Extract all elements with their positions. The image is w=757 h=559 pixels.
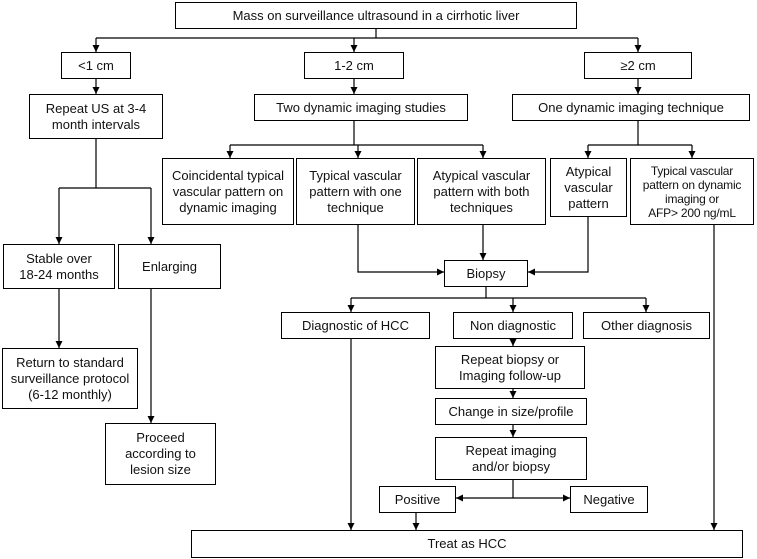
stable-line-1: Stable over <box>26 250 92 266</box>
node-ge2cm: ≥2 cm <box>584 52 692 79</box>
edge-biopsy-bus <box>351 286 646 299</box>
node-enlarging: Enlarging <box>118 244 221 289</box>
typical-one-line-3: technique <box>327 199 384 215</box>
edge-typical-one-to-biopsy <box>357 225 444 276</box>
node-other-diag: Other diagnosis <box>583 312 710 339</box>
edge-atypical-to-biopsy <box>528 217 589 276</box>
stable-line-2: 18-24 months <box>19 266 99 282</box>
edge-root-bus <box>96 28 638 39</box>
typical-one-line-2: pattern with one <box>309 183 402 199</box>
node-atypical: Atypical vascular pattern <box>550 158 627 217</box>
repeat-biopsy-line-1: Repeat biopsy or <box>460 351 560 367</box>
node-change-size: Change in size/profile <box>435 398 587 425</box>
node-1-2cm: 1-2 cm <box>304 52 404 79</box>
coincidental-line-1: Coincidental typical <box>171 167 284 183</box>
node-proceed: Proceed according to lesion size <box>105 423 216 485</box>
lt1cm-label: <1 cm <box>78 57 114 73</box>
positive-label: Positive <box>394 491 441 507</box>
node-atypical-both: Atypical vascular pattern with both tech… <box>417 158 546 225</box>
node-typical-one: Typical vascular pattern with one techni… <box>296 158 415 225</box>
node-repeat-biopsy: Repeat biopsy or Imaging follow-up <box>435 346 585 389</box>
return-std-line-1: Return to standard <box>16 354 124 370</box>
node-treat-hcc: Treat as HCC <box>191 530 743 558</box>
other-diag-label: Other diagnosis <box>600 317 693 333</box>
edge-two-dynamic-bus <box>230 121 483 146</box>
typical-one-line-1: Typical vascular <box>309 167 402 183</box>
node-non-diag: Non diagnostic <box>453 312 573 339</box>
node-return-std: Return to standard surveillance protocol… <box>2 348 138 409</box>
repeat-us-line-1: Repeat US at 3-4 <box>45 100 147 116</box>
one-dynamic-label: One dynamic imaging technique <box>538 99 724 115</box>
node-repeat-us: Repeat US at 3-4 month intervals <box>29 94 163 139</box>
negative-label: Negative <box>583 491 635 507</box>
repeat-imaging-line-2: and/or biopsy <box>471 458 551 474</box>
node-negative: Negative <box>570 486 648 513</box>
return-std-line-2: surveillance protocol <box>10 370 130 386</box>
node-lt1cm: <1 cm <box>61 52 131 79</box>
biopsy-label: Biopsy <box>466 265 506 281</box>
edge-one-dynamic-bus <box>588 121 692 146</box>
treat-hcc-label: Treat as HCC <box>427 536 507 551</box>
1-2cm-label: 1-2 cm <box>334 57 374 73</box>
non-diag-label: Non diagnostic <box>470 317 556 333</box>
repeat-biopsy-line-2: Imaging follow-up <box>459 367 561 383</box>
atypical-both-line-2: pattern with both <box>433 183 530 199</box>
proceed-line-1: Proceed <box>136 430 185 445</box>
repeat-imaging-line-1: Repeat imaging <box>465 442 557 458</box>
node-one-dynamic: One dynamic imaging technique <box>512 94 750 121</box>
two-dynamic-label: Two dynamic imaging studies <box>276 99 446 115</box>
node-two-dynamic: Two dynamic imaging studies <box>254 94 468 121</box>
coincidental-line-2: vascular pattern on <box>172 183 284 199</box>
node-typical-afp: Typical vascular pattern on dynamic imag… <box>630 158 754 225</box>
typical-afp-line-4: AFP> 200 ng/mL <box>648 205 736 220</box>
node-diag-hcc: Diagnostic of HCC <box>281 312 430 339</box>
atypical-line-2: vascular <box>564 179 613 195</box>
root-label: Mass on surveillance ultrasound in a cir… <box>232 7 520 23</box>
atypical-both-line-3: techniques <box>450 199 513 215</box>
return-std-line-3: (6-12 monthly) <box>28 386 112 402</box>
edge-repeat-us-bus <box>59 138 151 189</box>
node-positive: Positive <box>379 486 456 513</box>
typical-afp-line-2: pattern on dynamic <box>642 177 742 192</box>
atypical-line-3: pattern <box>568 195 609 211</box>
atypical-both-line-1: Atypical vascular <box>432 167 531 183</box>
enlarging-label: Enlarging <box>142 258 197 274</box>
proceed-line-2: according to <box>125 446 196 461</box>
coincidental-line-3: dynamic imaging <box>179 199 277 215</box>
node-stable: Stable over 18-24 months <box>3 244 115 289</box>
diag-hcc-label: Diagnostic of HCC <box>302 317 409 333</box>
proceed-line-3: lesion size <box>130 462 191 477</box>
repeat-us-line-2: month intervals <box>51 116 141 132</box>
typical-afp-line-1: Typical vascular <box>650 163 734 178</box>
change-size-label: Change in size/profile <box>448 403 574 419</box>
typical-afp-line-3: imaging or <box>664 191 720 206</box>
ge2cm-label: ≥2 cm <box>620 57 656 73</box>
node-repeat-imaging: Repeat imaging and/or biopsy <box>435 437 587 480</box>
node-biopsy: Biopsy <box>444 260 528 287</box>
node-coincidental: Coincidental typical vascular pattern on… <box>162 158 294 225</box>
atypical-line-1: Atypical <box>565 163 612 179</box>
root-node: Mass on surveillance ultrasound in a cir… <box>175 2 577 29</box>
